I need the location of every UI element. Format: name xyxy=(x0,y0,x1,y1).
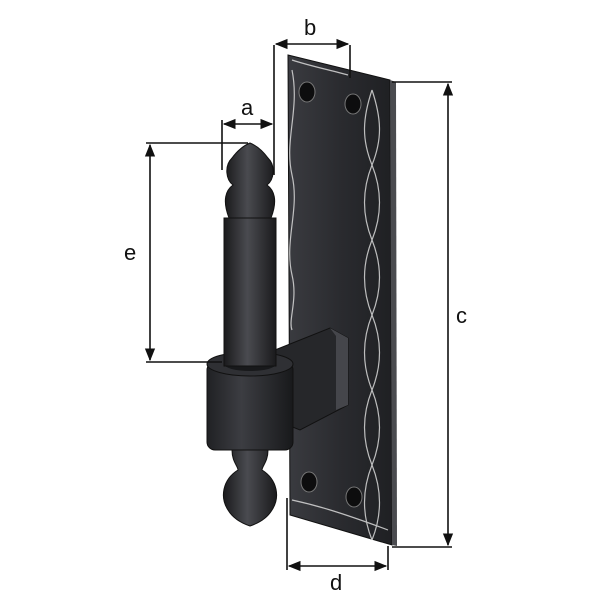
hinge-pin xyxy=(223,142,277,367)
dimension-label-a: a xyxy=(241,95,254,120)
screw-hole xyxy=(300,471,318,493)
dimension-label-e: e xyxy=(124,240,137,265)
dimension-label-d: d xyxy=(330,570,343,595)
dimension-label-b: b xyxy=(304,15,317,40)
hammer-marks xyxy=(289,59,389,541)
screw-hole xyxy=(298,81,316,103)
dimension-label-c: c xyxy=(456,303,467,328)
bottom-finial xyxy=(222,449,278,527)
dimension-lines xyxy=(144,38,454,572)
backplate xyxy=(287,54,397,546)
screw-hole xyxy=(344,93,362,115)
screw-hole xyxy=(345,486,363,508)
hinge-eye xyxy=(206,351,294,451)
